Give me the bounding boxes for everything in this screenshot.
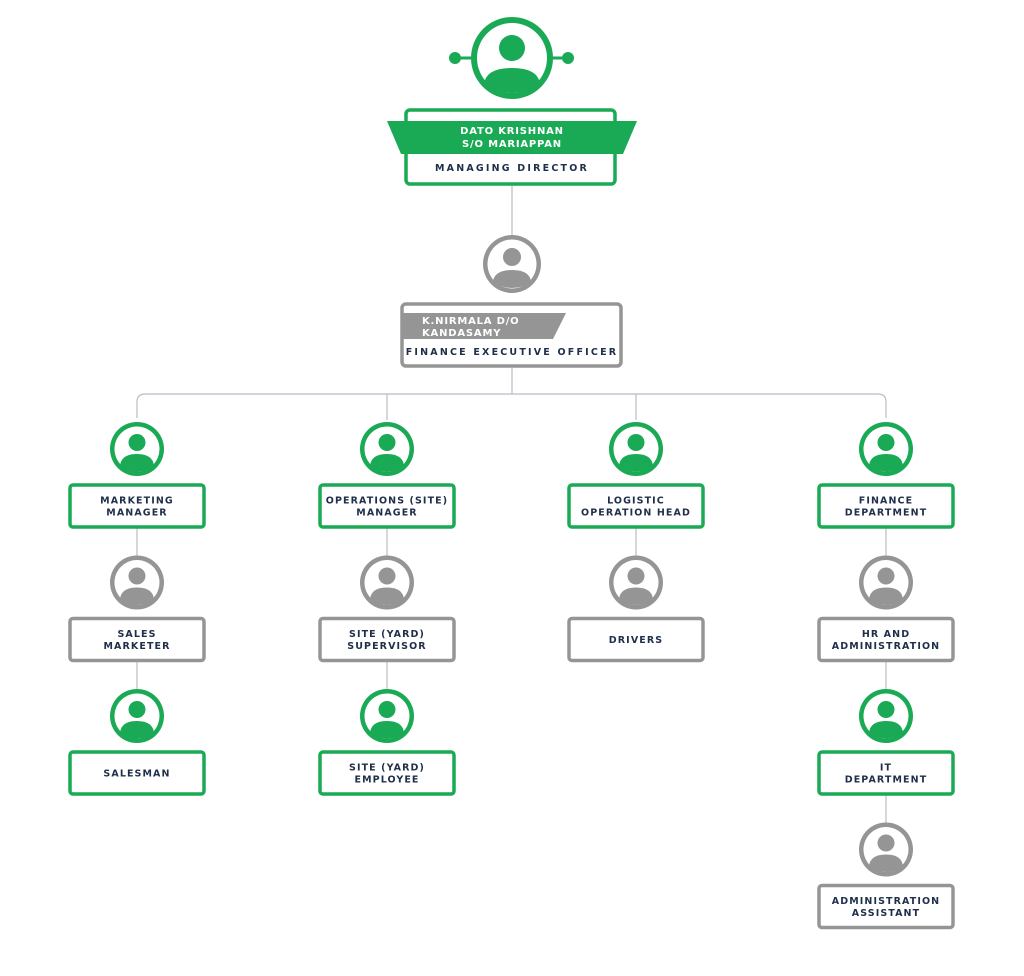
node-label-line: EMPLOYEE [354, 775, 419, 786]
avatar-icon [110, 422, 164, 476]
node-label-line: SITE (YARD) [349, 763, 425, 774]
node-box [567, 483, 705, 529]
node-label-line: ASSISTANT [852, 908, 920, 919]
node-label-line: DEPARTMENT [845, 775, 928, 786]
avatar-icon [110, 555, 164, 610]
node-box [817, 483, 955, 529]
node-box [68, 483, 206, 529]
avatar-icon [471, 17, 553, 99]
connector-bus [136, 393, 887, 418]
connector-lines [136, 184, 887, 823]
avatar-handle-left [449, 52, 461, 64]
node-finance-executive-officer[interactable]: K.NIRMALA D/O KANDASAMY FINANCE EXECUTIV… [400, 235, 623, 368]
org-node-1-1[interactable]: SITE (YARD)SUPERVISOR [318, 555, 456, 663]
second-name-line1: K.NIRMALA D/O [422, 316, 519, 327]
avatar-handle-right [562, 52, 574, 64]
node-label-line: MANAGER [356, 508, 417, 519]
node-box [817, 750, 955, 796]
avatar-icon [859, 689, 913, 743]
avatar-icon [859, 555, 913, 610]
avatar-icon [110, 689, 164, 743]
node-label-line: SITE (YARD) [349, 629, 425, 640]
node-label-line: MARKETER [103, 641, 170, 652]
node-box [68, 750, 206, 796]
avatar-icon [360, 689, 414, 743]
avatar-icon [609, 422, 663, 476]
department-columns: MARKETINGMANAGERSALESMARKETERSALESMANOPE… [68, 422, 955, 930]
avatar-icon [360, 555, 414, 610]
top-title: MANAGING DIRECTOR [435, 163, 589, 174]
node-box [68, 616, 206, 663]
node-label-line: ADMINISTRATION [832, 641, 940, 652]
node-label-line: FINANCE [859, 496, 913, 507]
node-box [318, 616, 456, 663]
node-label-line: MANAGER [106, 508, 167, 519]
node-label-line: SALES [117, 629, 156, 640]
second-title: FINANCE EXECUTIVE OFFICER [406, 347, 619, 358]
second-name-line2: KANDASAMY [422, 328, 501, 339]
avatar-icon [360, 422, 414, 476]
node-label-line: SALESMAN [103, 769, 170, 780]
avatar-icon [859, 822, 913, 877]
avatar-icon [859, 422, 913, 476]
top-name-line1: DATO KRISHNAN [460, 126, 564, 137]
node-label-line: OPERATION HEAD [581, 508, 691, 519]
node-label-line: ADMINISTRATION [832, 896, 940, 907]
name-ribbon [387, 121, 637, 154]
avatar-icon [609, 555, 663, 610]
org-node-2-1[interactable]: DRIVERS [567, 555, 705, 663]
node-label-line: IT [880, 763, 892, 774]
node-label-line: HR AND [862, 629, 910, 640]
node-box [817, 616, 955, 663]
node-box [567, 616, 705, 663]
node-label-line: DRIVERS [609, 635, 663, 646]
node-label-line: MARKETING [100, 496, 174, 507]
avatar-icon [483, 235, 541, 293]
node-box [318, 483, 456, 529]
node-label-line: LOGISTIC [607, 496, 665, 507]
org-node-1-2[interactable]: SITE (YARD)EMPLOYEE [318, 689, 456, 796]
name-ribbon [403, 313, 566, 339]
top-name-line2: S/O MARIAPPAN [462, 139, 562, 150]
node-managing-director[interactable]: DATO KRISHNAN S/O MARIAPPAN MANAGING DIR… [387, 17, 637, 186]
node-label-line: OPERATIONS (SITE) [326, 496, 448, 507]
node-box [318, 750, 456, 796]
org-node-1-0[interactable]: OPERATIONS (SITE)MANAGER [318, 422, 456, 529]
node-label-line: DEPARTMENT [845, 508, 928, 519]
org-node-0-2[interactable]: SALESMAN [68, 689, 206, 796]
node-box [817, 883, 955, 930]
node-label-line: SUPERVISOR [347, 641, 426, 652]
